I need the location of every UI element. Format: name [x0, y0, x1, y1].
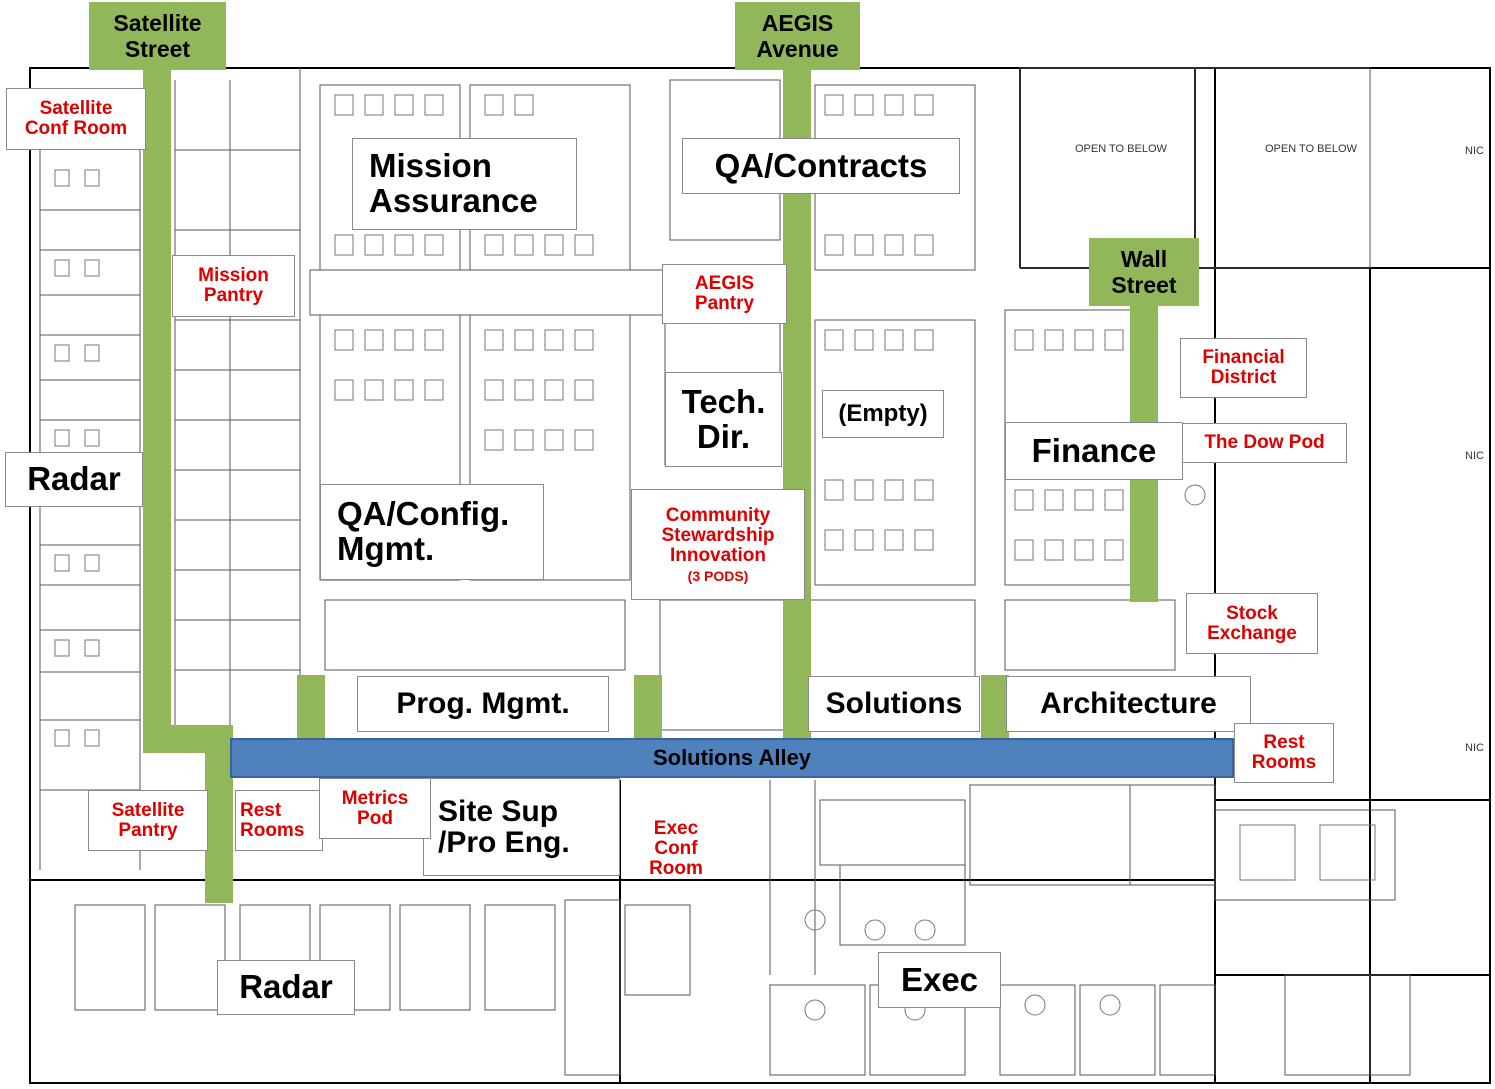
community-stewardship-label[interactable]: Community Stewardship Innovation (3 PODS…	[631, 489, 805, 600]
community-pods-count: (3 PODS)	[687, 567, 749, 584]
rest-rooms-west-label[interactable]: Rest Rooms	[235, 790, 323, 851]
nic-note: NIC	[1465, 742, 1484, 754]
qa-config-mgmt-label[interactable]: QA/Config. Mgmt.	[320, 484, 544, 580]
tech-dir-label[interactable]: Tech. Dir.	[665, 372, 782, 467]
satellite-street-path	[143, 68, 171, 748]
mission-pantry-label[interactable]: Mission Pantry	[172, 255, 295, 317]
empty-area-label[interactable]: (Empty)	[822, 390, 944, 438]
architecture-label[interactable]: Architecture	[1006, 676, 1251, 732]
radar-south-label[interactable]: Radar	[217, 960, 355, 1015]
community-stewardship-name: Community Stewardship Innovation	[661, 504, 775, 566]
aegis-pantry-label[interactable]: AEGIS Pantry	[662, 264, 787, 324]
open-to-below-note: OPEN TO BELOW	[1075, 143, 1167, 155]
rest-rooms-east-label[interactable]: Rest Rooms	[1234, 723, 1334, 783]
connector-path	[981, 675, 1009, 740]
satellite-pantry-label[interactable]: Satellite Pantry	[88, 790, 208, 851]
qa-contracts-label[interactable]: QA/Contracts	[682, 138, 960, 194]
solutions-alley[interactable]: Solutions Alley	[230, 738, 1234, 778]
financial-district-label[interactable]: Financial District	[1180, 338, 1307, 398]
wall-street-sign[interactable]: Wall Street	[1089, 238, 1199, 306]
site-sup-pro-eng-label[interactable]: Site Sup /Pro Eng.	[423, 778, 620, 876]
the-dow-pod-label[interactable]: The Dow Pod	[1182, 423, 1347, 463]
open-to-below-note: OPEN TO BELOW	[1265, 143, 1357, 155]
nic-note: NIC	[1465, 145, 1484, 157]
satellite-street-sign[interactable]: Satellite Street	[89, 2, 226, 70]
stock-exchange-label[interactable]: Stock Exchange	[1186, 593, 1318, 654]
solutions-label[interactable]: Solutions	[808, 676, 980, 732]
aegis-avenue-sign[interactable]: AEGIS Avenue	[735, 2, 860, 70]
exec-conf-room-label[interactable]: Exec Conf Room	[649, 818, 703, 879]
exec-label[interactable]: Exec	[878, 952, 1001, 1008]
satellite-street-path	[205, 745, 233, 903]
radar-west-label[interactable]: Radar	[5, 452, 143, 507]
nic-note: NIC	[1465, 450, 1484, 462]
metrics-pod-label[interactable]: Metrics Pod	[319, 778, 431, 839]
prog-mgmt-label[interactable]: Prog. Mgmt.	[357, 676, 609, 732]
finance-label[interactable]: Finance	[1005, 422, 1183, 480]
mission-assurance-label[interactable]: Mission Assurance	[352, 138, 577, 230]
connector-path	[297, 675, 325, 740]
satellite-conf-room-label[interactable]: Satellite Conf Room	[6, 88, 146, 150]
connector-path	[634, 675, 662, 740]
